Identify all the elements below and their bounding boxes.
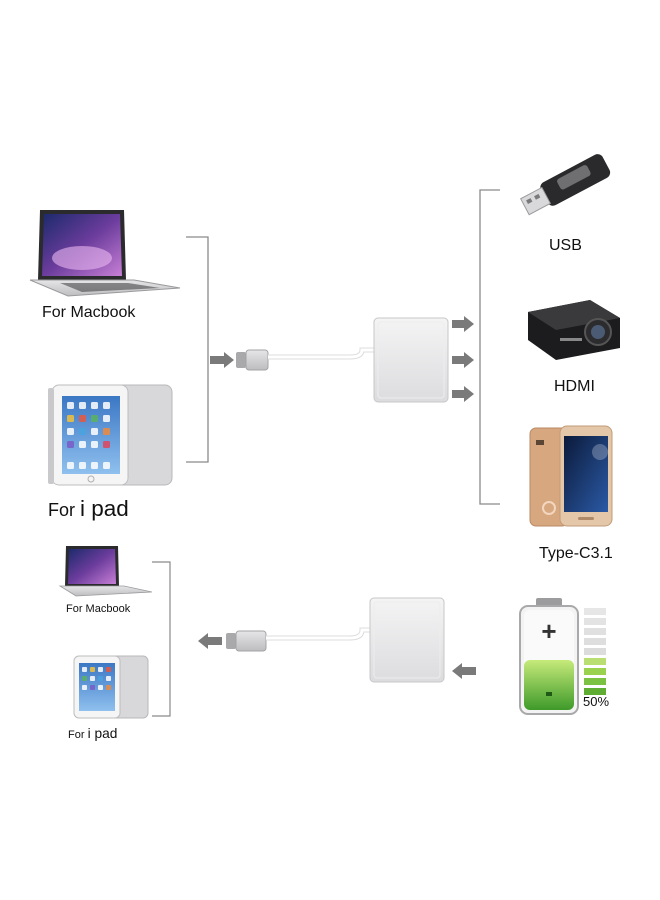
- ipad-icon: [48, 384, 173, 486]
- macbook-small-icon: [58, 546, 153, 597]
- label-ipad-bottom-main: i pad: [87, 726, 118, 741]
- adapter-icon: [369, 597, 445, 683]
- battery-icon: +: [519, 598, 579, 715]
- output-bracket-top: [479, 189, 500, 505]
- label-hdmi: HDMI: [554, 378, 595, 395]
- battery-fill: [524, 660, 574, 710]
- battery-percent-label: 50%: [583, 694, 610, 709]
- adapter-icon: [373, 317, 449, 403]
- arrow-icon: [452, 663, 476, 679]
- usb-c-cable-bottom: [226, 627, 370, 652]
- usb-c-cable-top: [236, 347, 374, 371]
- label-ipad-bottom: For i pad: [68, 726, 117, 741]
- usb-drive-icon: [520, 154, 611, 216]
- projector-icon: [528, 300, 620, 360]
- macbook-icon: [29, 210, 181, 297]
- phone-icon: [529, 425, 613, 527]
- label-typec: Type-C3.1: [539, 545, 613, 562]
- output-bracket-bottom: [152, 561, 171, 717]
- label-ipad-top-main: i pad: [80, 496, 129, 521]
- ipad-small-icon: [73, 655, 149, 719]
- label-ipad-bottom-prefix: For: [68, 729, 85, 741]
- battery-level-bars: [584, 608, 606, 695]
- label-ipad-top-prefix: For: [48, 500, 75, 520]
- svg-text:+: +: [541, 616, 556, 646]
- label-macbook-top: For Macbook: [42, 304, 136, 321]
- output-arrows: [452, 316, 474, 402]
- arrow-icon: [210, 352, 234, 368]
- label-ipad-top: For i pad: [48, 496, 129, 522]
- arrow-icon: [198, 633, 222, 649]
- label-macbook-bottom: For Macbook: [66, 603, 131, 615]
- label-usb: USB: [549, 237, 582, 254]
- input-bracket-top: [186, 236, 209, 463]
